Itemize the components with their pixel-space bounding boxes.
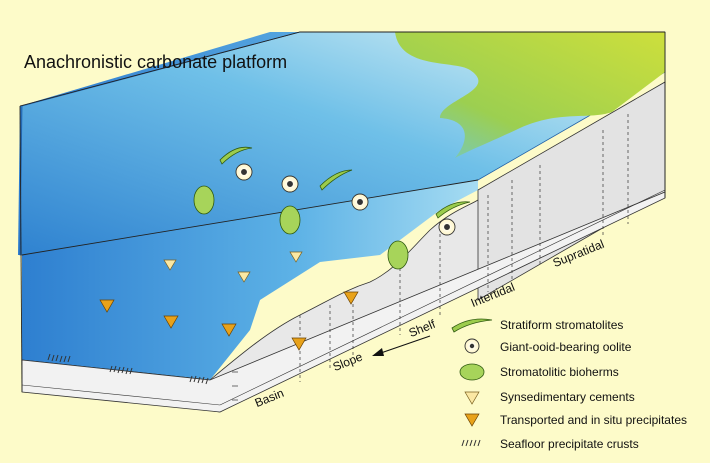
stratiform-stromatolite-icon xyxy=(451,318,493,333)
giant-ooids xyxy=(235,163,456,236)
legend-label-precipitates: Transported and in situ precipitates xyxy=(500,413,687,427)
front-sea-face xyxy=(22,180,478,380)
seafloor-crusts xyxy=(47,353,209,385)
stratiform-stromatolites xyxy=(219,146,471,219)
depth-ticks xyxy=(232,371,238,401)
legend-label-cements: Synsedimentary cements xyxy=(500,390,635,404)
seafloor-crust-icon xyxy=(461,439,481,447)
synsedimentary-cements xyxy=(163,251,303,283)
block-edge xyxy=(19,105,23,393)
precipitate-fan-icon xyxy=(464,413,480,427)
legend-label-giant-ooid: Giant-ooid-bearing oolite xyxy=(500,340,632,354)
legend-label-bioherms: Stromatolitic bioherms xyxy=(500,365,619,379)
legend-label-crusts: Seafloor precipitate crusts xyxy=(500,437,639,451)
zone-boundaries xyxy=(299,114,629,382)
giant-ooid-icon xyxy=(464,338,480,354)
precipitate-fans xyxy=(99,291,359,351)
supratidal-land xyxy=(395,32,665,158)
stromatolitic-bioherm-icon xyxy=(459,363,485,381)
slab-line xyxy=(219,189,666,406)
stromatolitic-bioherms xyxy=(193,185,409,270)
synsedimentary-cement-icon xyxy=(464,391,480,405)
slope-arrow xyxy=(372,335,431,356)
slab-line xyxy=(21,384,221,406)
block-edge xyxy=(21,179,479,256)
legend-icons xyxy=(451,318,493,447)
legend-label-stratiform-stromatolites: Stratiform stromatolites xyxy=(500,318,624,332)
block-edge xyxy=(19,31,665,107)
diagram-title: Anachronistic carbonate platform xyxy=(24,52,288,72)
